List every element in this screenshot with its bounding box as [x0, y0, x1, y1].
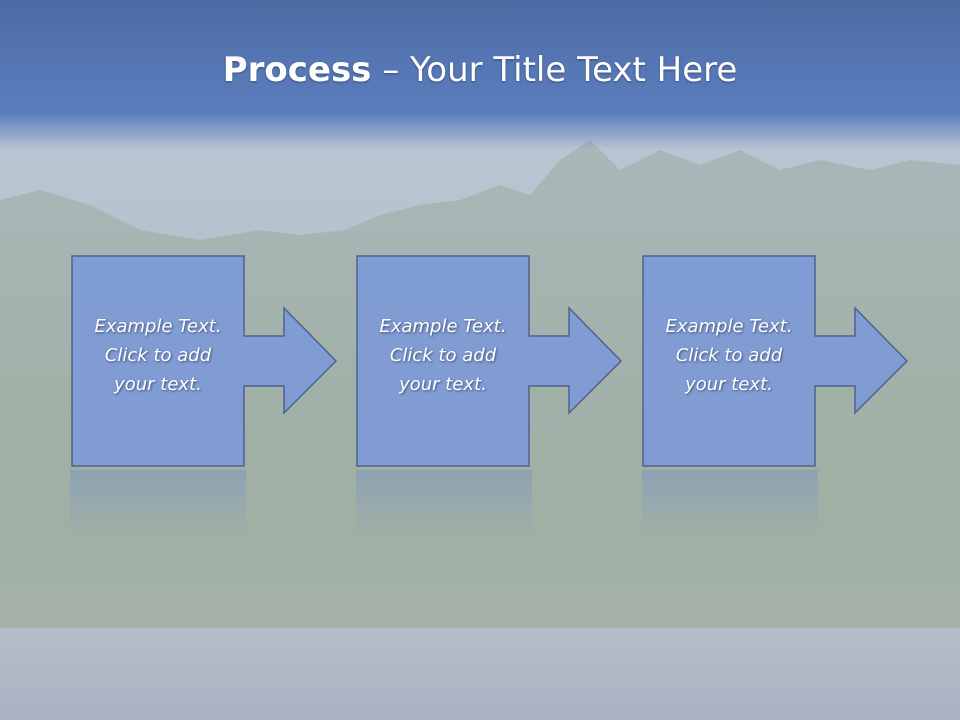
process-step-2[interactable]: Example Text. Click to add your text.: [356, 255, 623, 467]
process-step-1[interactable]: Example Text. Click to add your text.: [71, 255, 338, 467]
step-line-3: your text.: [399, 374, 487, 395]
step-line-1: Example Text.: [379, 316, 507, 337]
step-line-2: Click to add: [104, 345, 212, 366]
step-reflection: [642, 470, 818, 540]
step-reflection: [70, 470, 246, 540]
step-line-1: Example Text.: [94, 316, 222, 337]
step-line-3: your text.: [685, 374, 773, 395]
arrow-box-shape: [356, 255, 623, 467]
process-step-3[interactable]: Example Text. Click to add your text.: [642, 255, 909, 467]
title-rest: – Your Title Text Here: [371, 50, 738, 90]
step-line-3: your text.: [114, 374, 202, 395]
step-line-2: Click to add: [389, 345, 497, 366]
arrow-box-shape: [71, 255, 338, 467]
step-text: Example Text. Click to add your text.: [643, 312, 815, 399]
arrow-box-shape: [642, 255, 909, 467]
step-line-1: Example Text.: [665, 316, 793, 337]
slide-title[interactable]: Process – Your Title Text Here: [0, 50, 960, 90]
step-line-2: Click to add: [675, 345, 783, 366]
title-band: [0, 0, 960, 150]
step-reflection: [356, 470, 532, 540]
step-text: Example Text. Click to add your text.: [72, 312, 244, 399]
step-text: Example Text. Click to add your text.: [357, 312, 529, 399]
title-bold: Process: [222, 50, 372, 90]
